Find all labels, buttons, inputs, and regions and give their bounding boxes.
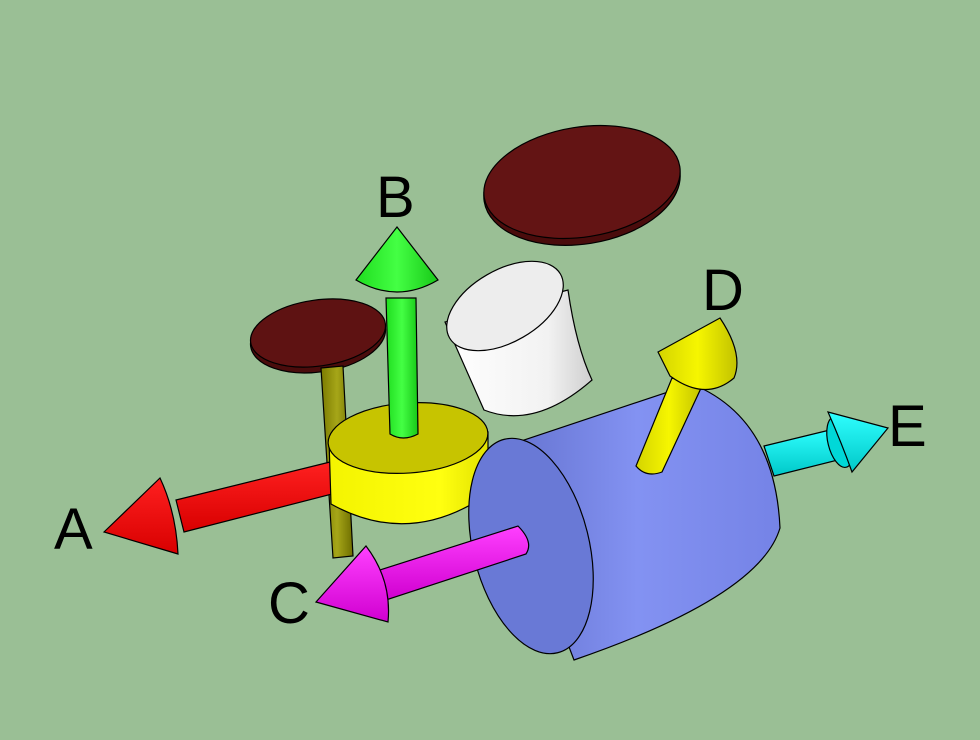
- label-e: E: [888, 394, 927, 459]
- white-cylinder: [444, 260, 593, 417]
- arrow-e: [763, 411, 890, 477]
- label-c: C: [268, 571, 310, 636]
- arrow-d: [635, 317, 738, 475]
- label-d: D: [702, 258, 744, 323]
- label-a: A: [54, 497, 93, 562]
- label-b: B: [376, 165, 415, 230]
- large-dark-red-disc: [483, 124, 681, 246]
- arrow-a: [102, 461, 341, 555]
- blue-cylinder: [468, 383, 781, 661]
- arrow-c: [314, 525, 530, 623]
- small-dark-red-disc: [249, 298, 387, 374]
- arrow-b: [355, 226, 439, 439]
